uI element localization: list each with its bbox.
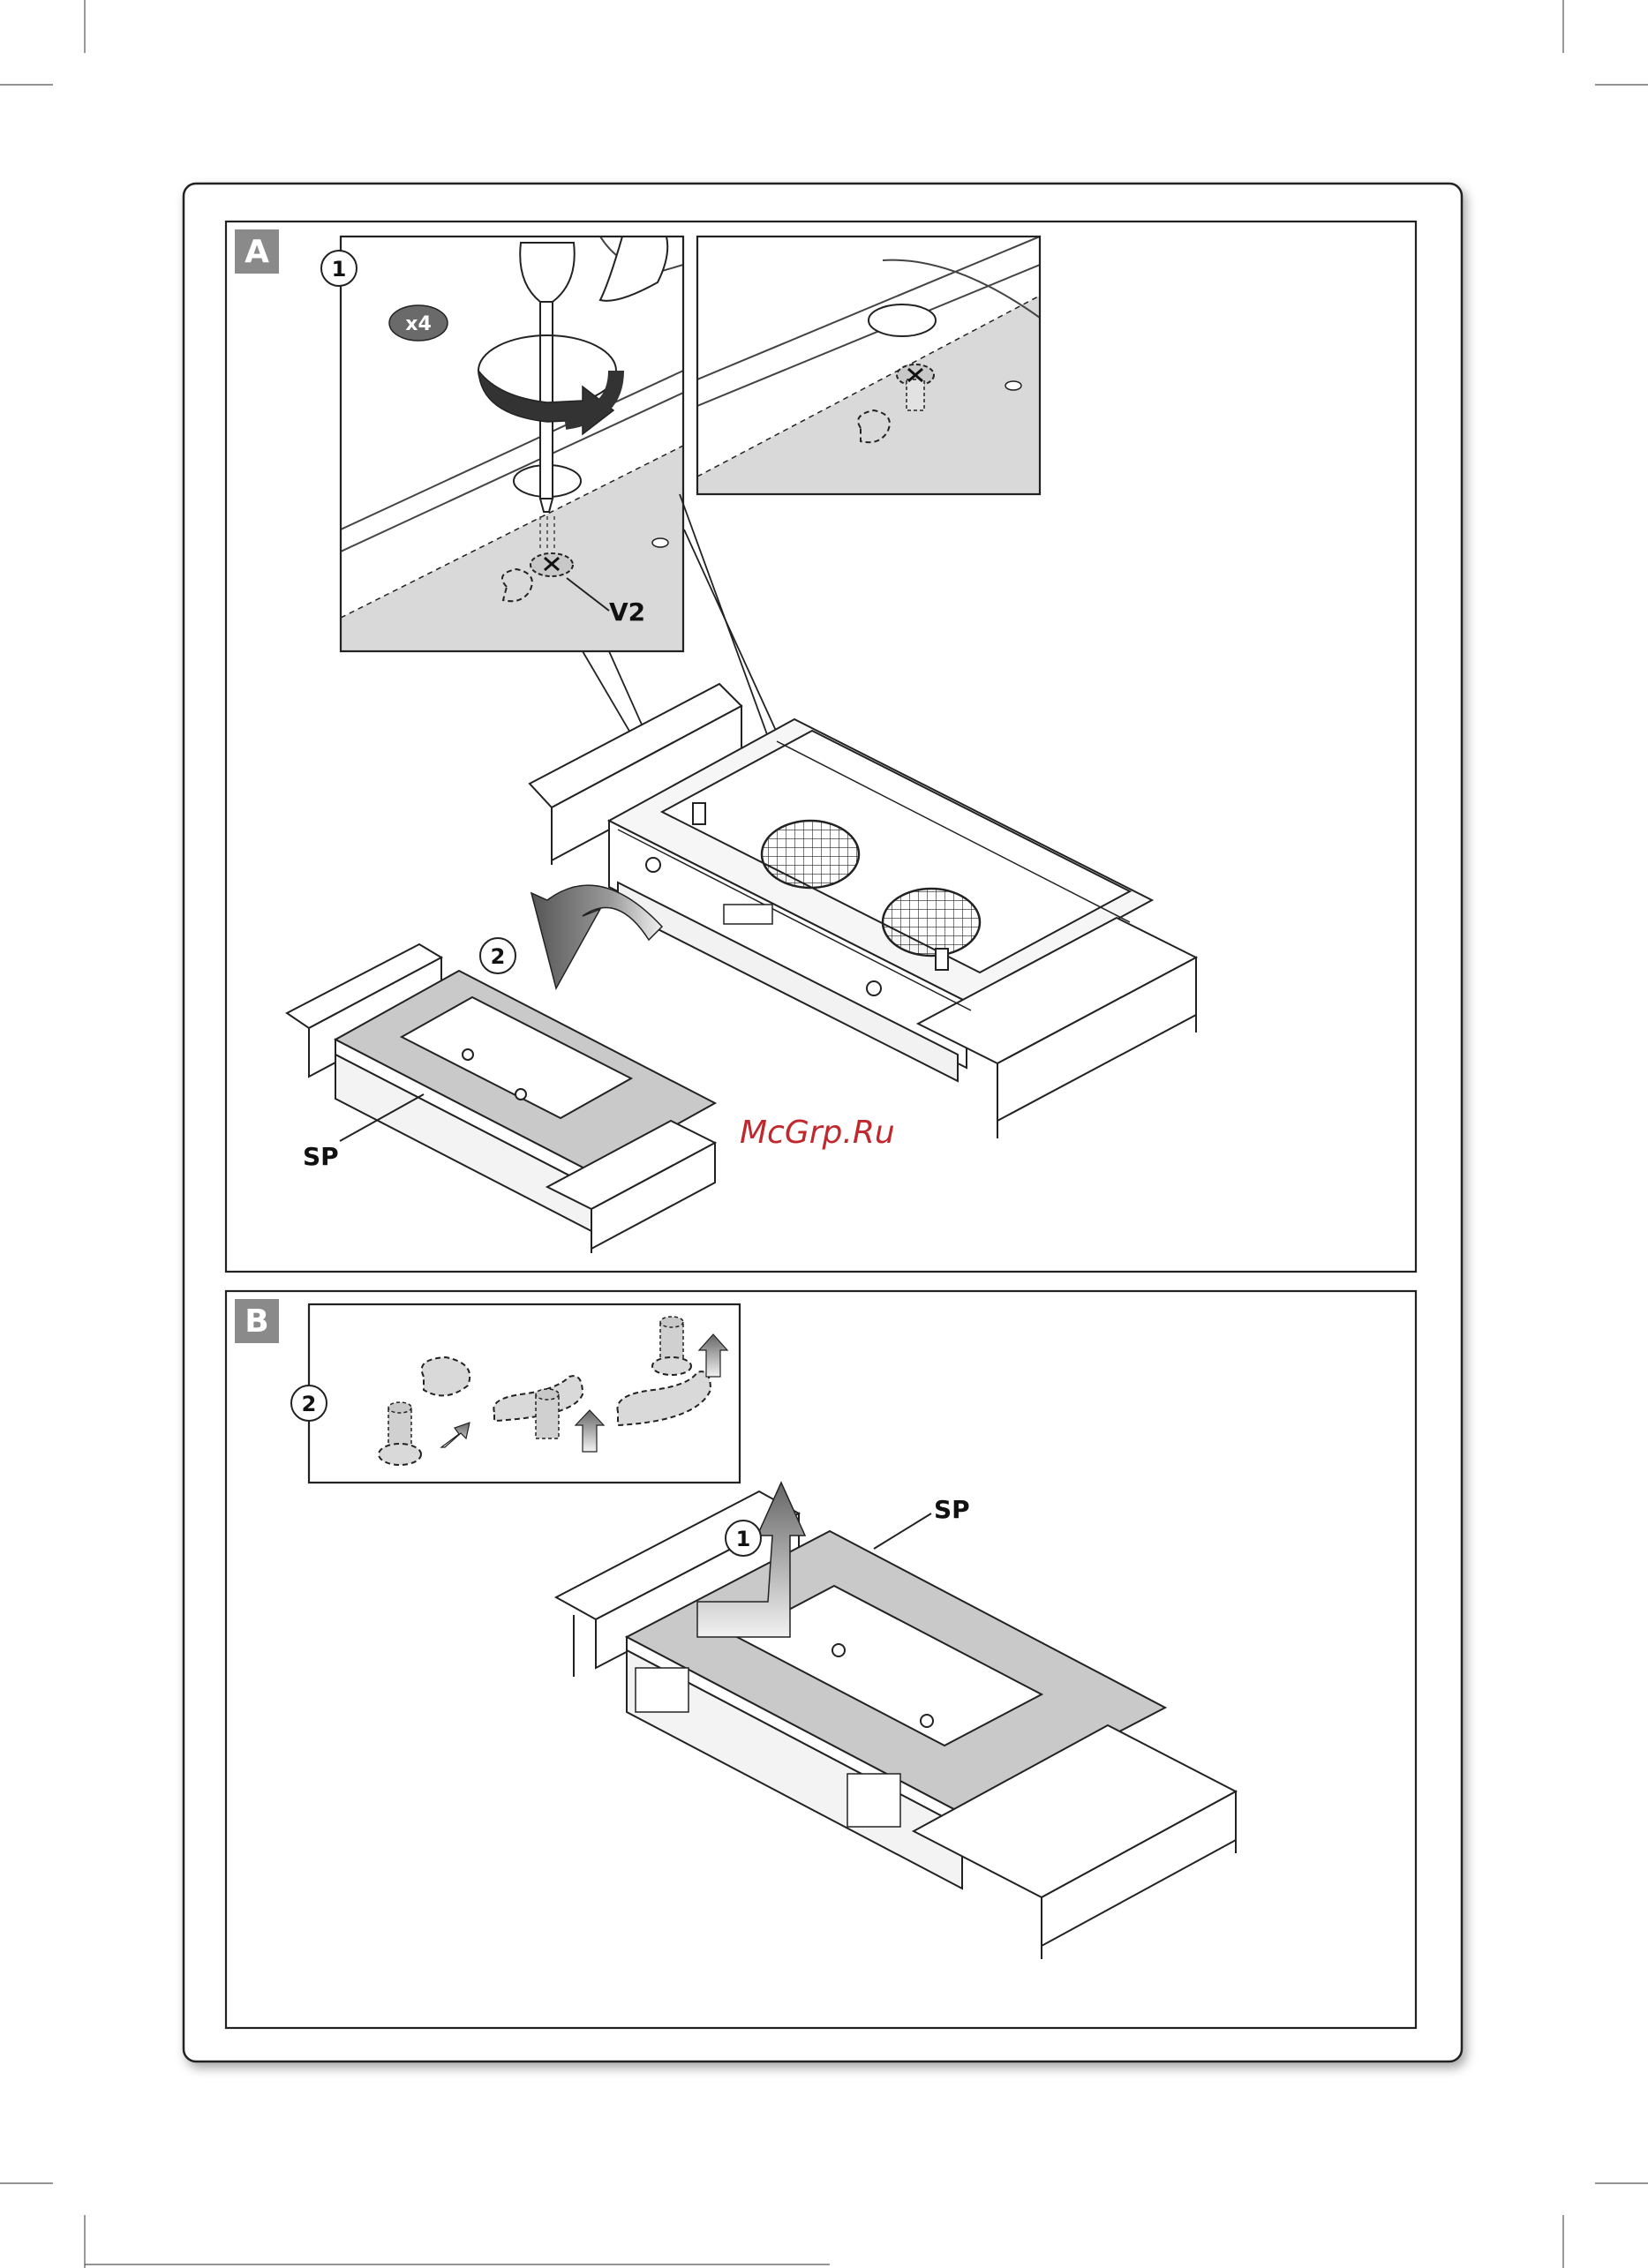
screw-label: V2: [609, 597, 645, 627]
step-1-number-b: 1: [736, 1527, 751, 1551]
panel-b: B 2: [226, 1291, 1416, 2028]
plate-label-b: SP: [934, 1495, 970, 1524]
step-1-number-a: 1: [332, 257, 347, 282]
watermark: McGrp.Ru: [740, 1115, 895, 1151]
step-2-number-a: 2: [491, 944, 506, 969]
step-2-number-b: 2: [302, 1392, 317, 1416]
inset-slide-sequence: [309, 1304, 740, 1483]
panel-a: A: [226, 222, 1416, 1272]
panel-a-letter: A: [245, 234, 269, 270]
panel-b-letter: B: [245, 1303, 268, 1340]
plate-label-a: SP: [303, 1142, 339, 1171]
quantity-label: x4: [405, 313, 432, 335]
